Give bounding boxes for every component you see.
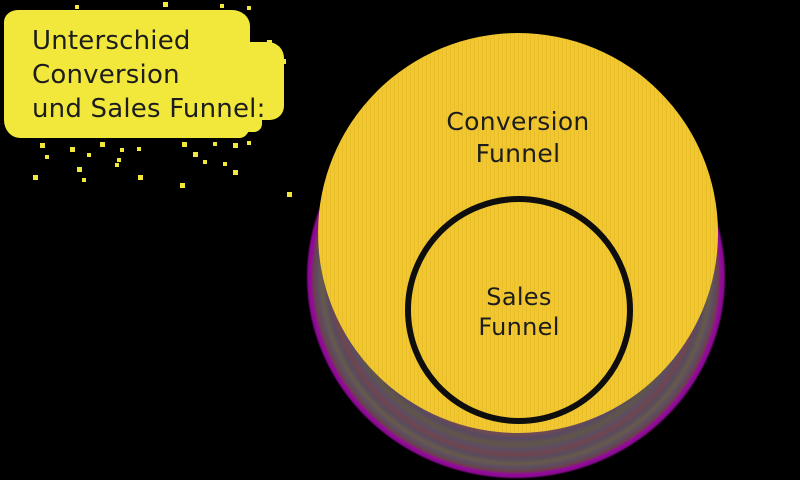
sales-funnel-label-line2: Funnel [478,313,560,341]
title-highlight-block [4,10,250,138]
page-title-line3: und Sales Funnel: [32,94,266,124]
conversion-funnel-label: Conversion Funnel [318,106,718,170]
sales-funnel-label-line1: Sales [486,283,552,311]
page-title-line2: Conversion [32,60,180,90]
page-title: Unterschied Conversion und Sales Funnel: [32,24,266,126]
sales-funnel-circle [405,196,633,424]
conversion-funnel-label-line2: Funnel [475,139,561,168]
page-title-line1: Unterschied [32,26,191,56]
title-highlight-nub [240,108,262,132]
conversion-funnel-label-line1: Conversion [446,107,590,136]
sales-funnel-label: Sales Funnel [405,282,633,342]
title-highlight-bump [234,42,284,120]
